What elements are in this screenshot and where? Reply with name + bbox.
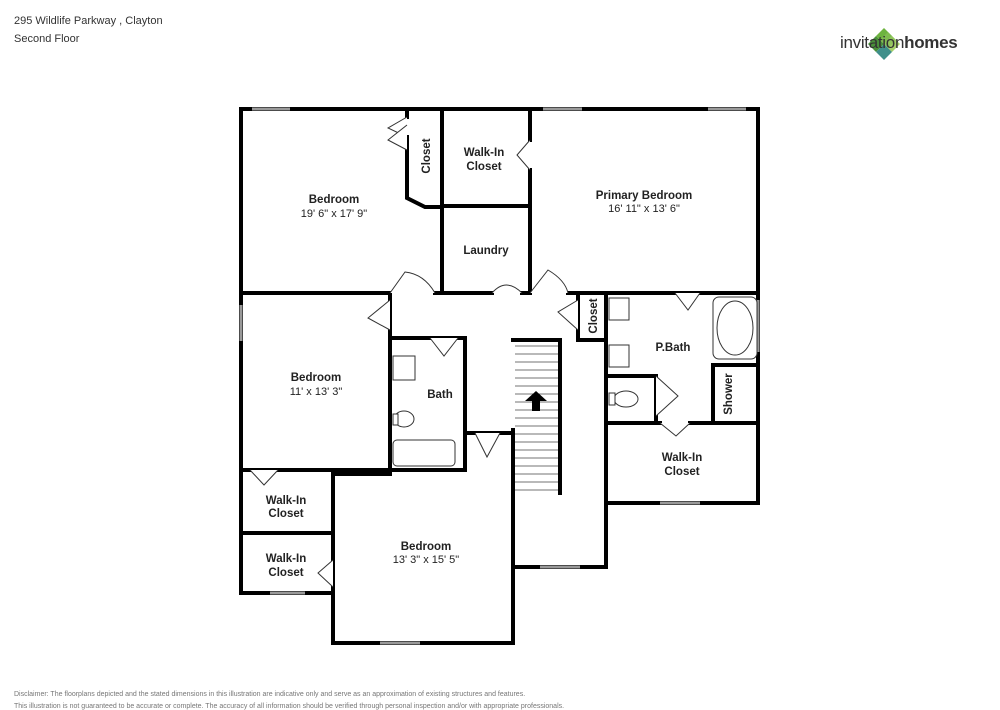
disclaimer-line-1: Disclaimer: The floorplans depicted and …	[14, 691, 526, 698]
bedroom-w-name: Bedroom	[291, 372, 341, 384]
walkin-sw1-line1: Walk-In	[266, 495, 306, 507]
closet-nw-name: Closet	[421, 138, 433, 173]
bedroom-nw-name: Bedroom	[309, 194, 359, 206]
walkin-sw2-line2: Closet	[268, 567, 303, 579]
laundry-name: Laundry	[463, 245, 509, 257]
walkin-sw2-line1: Walk-In	[266, 553, 306, 565]
bedroom-nw-dims: 19' 6" x 17' 9"	[301, 208, 368, 220]
brand-name-light: invitation	[840, 33, 905, 52]
bedroom-s-dims: 13' 3" x 15' 5"	[393, 554, 460, 566]
closet-mid-name: Closet	[588, 298, 600, 333]
bath-name: Bath	[427, 389, 453, 401]
diamond-cluster-logo-icon	[868, 28, 900, 60]
stair-up-arrow-icon	[525, 391, 547, 411]
walkin-top-line1: Walk-In	[464, 147, 504, 159]
primary-bedroom-name: Primary Bedroom	[596, 190, 693, 202]
bedroom-s-name: Bedroom	[401, 541, 451, 553]
floor-label: Second Floor	[14, 33, 80, 45]
walkin-top-line2: Closet	[466, 161, 501, 173]
brand-name: invitationhomes	[840, 33, 958, 53]
shower-name: Shower	[723, 373, 735, 415]
property-address: 295 Wildlife Parkway , Clayton	[14, 15, 163, 27]
pbath-name: P.Bath	[656, 342, 691, 354]
walkin-sw1-line2: Closet	[268, 508, 303, 520]
walkin-east-line1: Walk-In	[662, 452, 702, 464]
brand-name-bold: homes	[904, 33, 958, 52]
walkin-east-line2: Closet	[664, 466, 699, 478]
bedroom-w-dims: 11' x 13' 3"	[290, 386, 343, 398]
primary-bedroom-dims: 16' 11" x 13' 6"	[608, 203, 680, 215]
